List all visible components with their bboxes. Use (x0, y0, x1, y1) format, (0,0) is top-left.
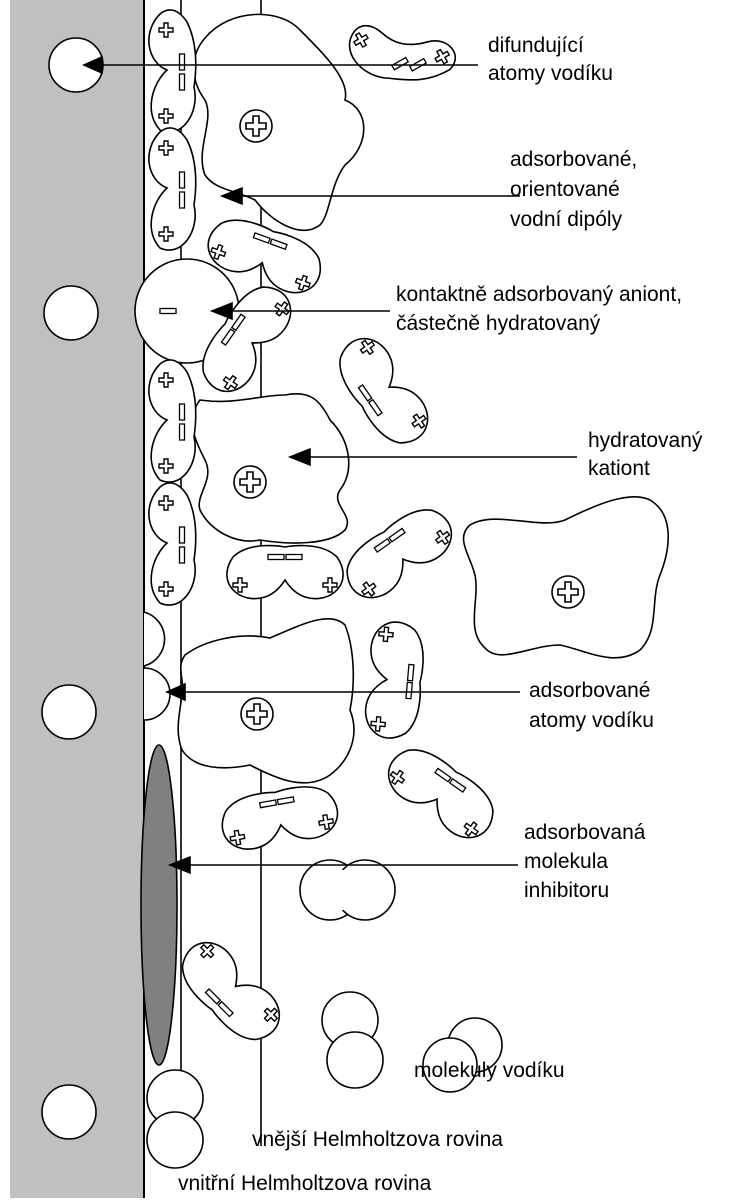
label-dipoles-line1: adsorbované, (510, 148, 637, 171)
water-dipole (379, 738, 505, 848)
adsorbed-water-dipole (149, 483, 196, 605)
hydrated-cation (178, 619, 354, 783)
hydrated-cation (192, 394, 348, 543)
label-adsorbed-h-line2: atomy vodíku (529, 709, 654, 732)
water-dipole (363, 620, 426, 740)
hydrated-cation (194, 14, 364, 230)
hydrated-cation (464, 497, 669, 658)
label-inner-helmholtz: vnitřní Helmholtzova rovina (178, 1172, 432, 1195)
water-dipole (227, 546, 343, 599)
label-cation-line1: hydratovaný (588, 429, 703, 452)
hydrogen-molecule (322, 992, 383, 1088)
water-dipole (341, 0, 460, 109)
label-dipoles-line2: orientované (510, 178, 620, 201)
adsorbed-hydrogen-atom (144, 668, 170, 720)
inhibitor-molecule (141, 745, 177, 1065)
metal-electrode (10, 0, 144, 1198)
label-cation-line2: kationt (588, 457, 650, 480)
metal-hydrogen-atom (42, 685, 96, 739)
water-dipole (218, 781, 342, 853)
adsorbed-water-dipole (149, 10, 196, 132)
water-dipole (336, 498, 462, 608)
label-diffusing-h-line2: atomy vodíku (488, 62, 613, 85)
label-adsorbed-h-line1: adsorbované (529, 679, 650, 702)
metal-hydrogen-atom (44, 286, 98, 340)
label-anion-line2: částečně hydratovaný (396, 312, 601, 335)
label-dipoles-line3: vodní dipóly (510, 208, 623, 231)
label-hydrogen-molecules: molekuly vodíku (414, 1059, 565, 1082)
hydrogen-molecule (300, 860, 395, 920)
label-inhibitor-line3: inhibitoru (524, 879, 609, 902)
label-anion-line1: kontaktně adsorbovaný aniont, (396, 283, 682, 306)
adsorbed-water-dipole (149, 360, 196, 482)
label-diffusing-h-line1: difundující (488, 34, 584, 57)
label-inhibitor-line1: adsorbovaná (524, 821, 646, 844)
label-outer-helmholtz: vnější Helmholtzova rovina (252, 1128, 503, 1151)
hydrogen-molecule (147, 1070, 203, 1168)
metal-hydrogen-atom (42, 1085, 96, 1139)
water-dipole (170, 932, 290, 1052)
adsorbed-water-dipole (149, 128, 196, 250)
label-inhibitor-line2: molekula (524, 850, 608, 873)
water-dipole (328, 329, 438, 455)
adsorbed-hydrogen-atom (144, 612, 165, 666)
